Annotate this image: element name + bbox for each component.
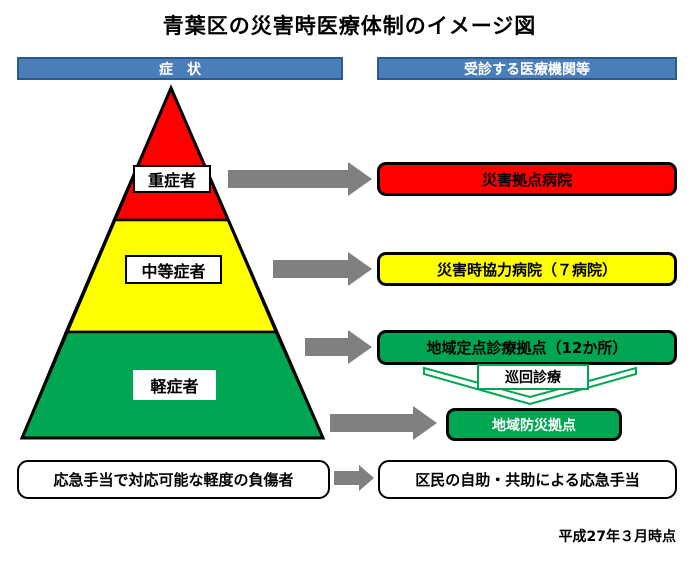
arrow-severe-to-hospital (228, 162, 372, 196)
self-mutual-aid-box: 区民の自助・共助による応急手当 (378, 460, 677, 499)
arrow-mild-to-base (330, 406, 437, 440)
pyramid-label-moderate: 中等症者 (125, 255, 222, 284)
arrow-mild-to-clinic (305, 330, 372, 364)
header-symptoms: 症 状 (17, 57, 343, 80)
as-of-date: 平成27年３月時点 (558, 529, 676, 545)
arrow-moderate-to-hospital (273, 252, 372, 286)
pyramid-outline (19, 84, 326, 440)
pyramid-section-severe (112, 84, 230, 222)
pyramid-label-severe: 重症者 (133, 165, 211, 193)
page-title: 青葉区の災害時医療体制のイメージ図 (162, 14, 537, 38)
arrow-firstaid (334, 465, 374, 491)
facility-disaster-base-hospital: 災害拠点病院 (377, 162, 677, 196)
facility-regional-disaster-base: 地域防災拠点 (446, 408, 622, 441)
patrol-chevron (423, 366, 637, 406)
pyramid-label-mild: 軽症者 (133, 370, 216, 400)
facility-fixed-point-clinics: 地域定点診療拠点（12か所） (377, 330, 677, 365)
minor-injury-box: 応急手当で対応可能な軽度の負傷者 (17, 460, 330, 499)
patrol-care-label: 巡回診療 (477, 364, 589, 390)
header-medical-institutions: 受診する医療機関等 (377, 57, 677, 80)
facility-cooperating-hospitals: 災害時協力病院（７病院） (377, 252, 677, 286)
